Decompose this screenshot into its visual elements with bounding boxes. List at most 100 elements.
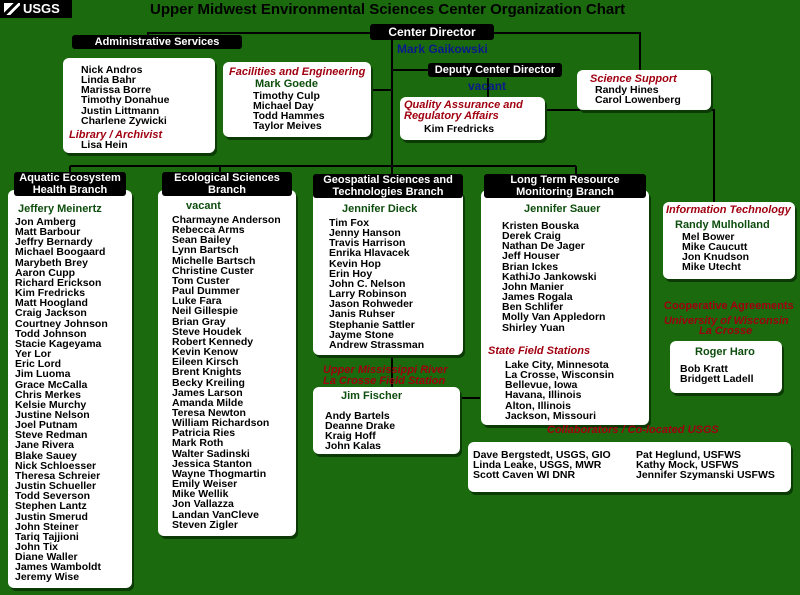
aquatic-member: Matt Hoogland bbox=[15, 297, 88, 310]
ltrm-lead: Jennifer Sauer bbox=[524, 203, 601, 215]
coop-member: Bridgett Ladell bbox=[680, 373, 754, 386]
aquatic-title-line1: Aquatic Ecosystem bbox=[19, 172, 121, 184]
aquatic-member: Kim Fredricks bbox=[15, 287, 86, 300]
ecological-title-line1: Ecological Sciences bbox=[174, 172, 280, 184]
collaborator: Kathy Mock, USFWS bbox=[636, 459, 739, 472]
field-station-title-line1: Upper Mississippi River bbox=[323, 364, 448, 376]
field-station-member: Andy Bartels bbox=[325, 410, 390, 422]
ltrm-member: Jeff Houser bbox=[502, 250, 560, 263]
ecological-member: Steven Zigler bbox=[172, 518, 238, 531]
aquatic-member: James Wamboldt bbox=[15, 561, 101, 574]
facilities-box: Facilities and Engineering Mark Goede Ti… bbox=[223, 62, 371, 137]
geospatial-member: Jason Rohweder bbox=[329, 298, 414, 311]
qa-box: Quality Assurance and Regulatory Affairs… bbox=[400, 97, 545, 140]
deputy-name: vacant bbox=[468, 79, 507, 93]
aquatic-member: Joel Putnam bbox=[15, 419, 78, 432]
ltrm-member: Shirley Yuan bbox=[502, 321, 565, 334]
state-station: Jackson, Missouri bbox=[505, 409, 597, 422]
geospatial-member: Tim Fox bbox=[329, 217, 370, 229]
aquatic-member: Eric Lord bbox=[15, 358, 62, 371]
field-station-member: John Kalas bbox=[325, 440, 382, 453]
aquatic-member: Michael Boogaard bbox=[15, 246, 106, 259]
admin-member: Nick Andros bbox=[81, 64, 143, 76]
ecological-member: Teresa Newton bbox=[172, 406, 246, 419]
aquatic-member: Kelsie Murchy bbox=[15, 398, 87, 411]
ecological-member: Rebecca Arms bbox=[172, 224, 245, 237]
library-members: Lisa Hein bbox=[81, 139, 128, 151]
state-station: Havana, Illinois bbox=[505, 389, 582, 402]
aquatic-member: Todd Severson bbox=[15, 490, 91, 503]
state-station: Lake City, Minnesota bbox=[505, 359, 609, 371]
usgs-wave-icon bbox=[4, 3, 20, 15]
ecological-member: Jessica Stanton bbox=[172, 457, 252, 470]
ltrm-title-line2: Monitoring Branch bbox=[516, 185, 614, 198]
aquatic-member: Craig Jackson bbox=[15, 307, 87, 320]
aquatic-member: Jeremy Wise bbox=[15, 571, 80, 584]
ecological-member: James Larson bbox=[172, 386, 243, 399]
facilities-member: Timothy Culp bbox=[253, 90, 320, 102]
field-station-title-line2: La Crosse Field Station bbox=[323, 375, 446, 387]
aquatic-member: Matt Barbour bbox=[15, 226, 81, 239]
field-station-member: Deanne Drake bbox=[325, 420, 396, 433]
logo-text: USGS bbox=[23, 1, 60, 16]
ltrm-member: Nathan De Jager bbox=[502, 240, 585, 253]
aquatic-member: Jane Rivera bbox=[15, 439, 74, 452]
science-support-member: Carol Lowenberg bbox=[595, 94, 681, 107]
science-support-title: Science Support bbox=[590, 73, 677, 85]
it-member: Jon Knudson bbox=[682, 251, 750, 264]
ecological-member: Patricia Ries bbox=[172, 427, 236, 440]
aquatic-member: Jim Luoma bbox=[15, 368, 71, 381]
ecological-member: Landan VanCleve bbox=[172, 508, 259, 521]
state-station: La Crosse, Wisconsin bbox=[505, 369, 615, 382]
aquatic-member: Richard Erickson bbox=[15, 276, 102, 289]
ecological-member: Jon Vallazza bbox=[172, 498, 234, 511]
aquatic-member: Blake Sauey bbox=[15, 449, 77, 462]
collaborator: Jennifer Szymanski USFWS bbox=[636, 469, 775, 482]
it-title: Information Technology bbox=[666, 204, 791, 216]
aquatic-member: John Steiner bbox=[15, 520, 79, 533]
coop-univ-line2: La Crosse bbox=[699, 325, 753, 337]
ltrm-member: James Rogala bbox=[502, 291, 573, 304]
science-support-member: Randy Hines bbox=[595, 84, 659, 96]
aquatic-title-line2: Health Branch bbox=[32, 183, 108, 196]
ltrm-header: Long Term Resource Monitoring Branch bbox=[484, 174, 646, 198]
qa-title-line1: Quality Assurance and bbox=[404, 99, 523, 111]
ecological-member: Luke Fara bbox=[172, 295, 222, 308]
ecological-header: Ecological Sciences Branch bbox=[162, 172, 292, 196]
director-name: Mark Gaikowski bbox=[397, 42, 488, 56]
aquatic-lead: Jeffery Meinertz bbox=[18, 203, 102, 215]
aquatic-member: Tariq Tajjioni bbox=[15, 530, 79, 543]
aquatic-header: Aquatic Ecosystem Health Branch bbox=[14, 172, 126, 196]
it-lead: Randy Mulholland bbox=[675, 219, 770, 231]
collaborator: Pat Heglund, USFWS bbox=[636, 449, 741, 461]
aquatic-member: Courtney Johnson bbox=[15, 317, 108, 330]
coop-univ-line1: University of Wisconsin bbox=[664, 315, 789, 327]
ltrm-member: Molly Van Appledorn bbox=[502, 311, 606, 324]
state-station: Bellevue, Iowa bbox=[505, 379, 578, 392]
geospatial-member: Janis Ruhser bbox=[329, 308, 395, 321]
ecological-member: Paul Dummer bbox=[172, 285, 240, 298]
aquatic-member: Stacie Kageyama bbox=[15, 337, 102, 350]
facilities-lead: Mark Goede bbox=[255, 78, 318, 90]
ecological-member: William Richardson bbox=[172, 417, 270, 430]
geospatial-title-line1: Geospatial Sciences and bbox=[323, 174, 453, 186]
ecological-member: Walter Sadinski bbox=[172, 447, 250, 460]
field-station-member: Kraig Hoff bbox=[325, 430, 376, 443]
aquatic-member: Yer Lor bbox=[15, 348, 52, 361]
ecological-member: Brent Knights bbox=[172, 366, 242, 379]
facilities-member: Todd Hammes bbox=[253, 110, 325, 123]
facilities-title: Facilities and Engineering bbox=[229, 66, 366, 78]
aquatic-member: Diane Waller bbox=[15, 551, 78, 564]
ecological-member: Brian Gray bbox=[172, 315, 226, 328]
geospatial-member: Jayme Stone bbox=[329, 328, 394, 341]
geospatial-member: Andrew Strassman bbox=[329, 338, 425, 351]
library-member: Lisa Hein bbox=[81, 139, 128, 151]
aquatic-member: Justin Schueller bbox=[15, 480, 97, 493]
admin-member: Justin Littmann bbox=[81, 104, 160, 117]
